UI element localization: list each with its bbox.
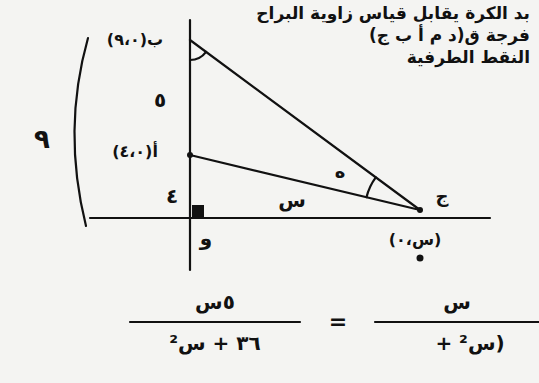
angle-label: ه (335, 162, 346, 183)
fraction-bar (130, 321, 300, 323)
point-label: (س،٠) (389, 231, 442, 249)
length-label: ٥ (154, 89, 166, 112)
point-label: (٩،٠)ب (107, 31, 163, 49)
equals-sign: = (329, 309, 347, 334)
point (417, 207, 423, 213)
length-label: س (278, 189, 306, 212)
fraction-bar (375, 321, 539, 323)
denominator: (س² + (435, 332, 504, 355)
dot (417, 255, 424, 262)
numerator: س (443, 291, 471, 314)
angle-arc (367, 177, 376, 197)
origin-label: و (200, 227, 212, 250)
heading-text: النقط الطرفية (407, 48, 530, 68)
y-axis (189, 20, 191, 270)
heading-text: فرجة ق(د م أ ب ج) (369, 26, 530, 46)
dimension-bracket (74, 38, 88, 226)
numerator: ٥س (195, 291, 235, 314)
point-label: ج (436, 186, 449, 207)
point (187, 152, 193, 158)
length-label: ٩ (34, 125, 50, 155)
length-label: ٤ (166, 185, 178, 208)
heading-text: بد الكرة يقابل قياس زاوية البراح (256, 4, 530, 24)
denominator: ٣٦ + س² (169, 332, 260, 355)
angle-arc (190, 52, 206, 60)
segment-bc (190, 40, 420, 210)
right-angle-mark (192, 205, 204, 217)
point-label: (٤،٠)أ (112, 143, 158, 161)
x-axis (90, 217, 490, 219)
